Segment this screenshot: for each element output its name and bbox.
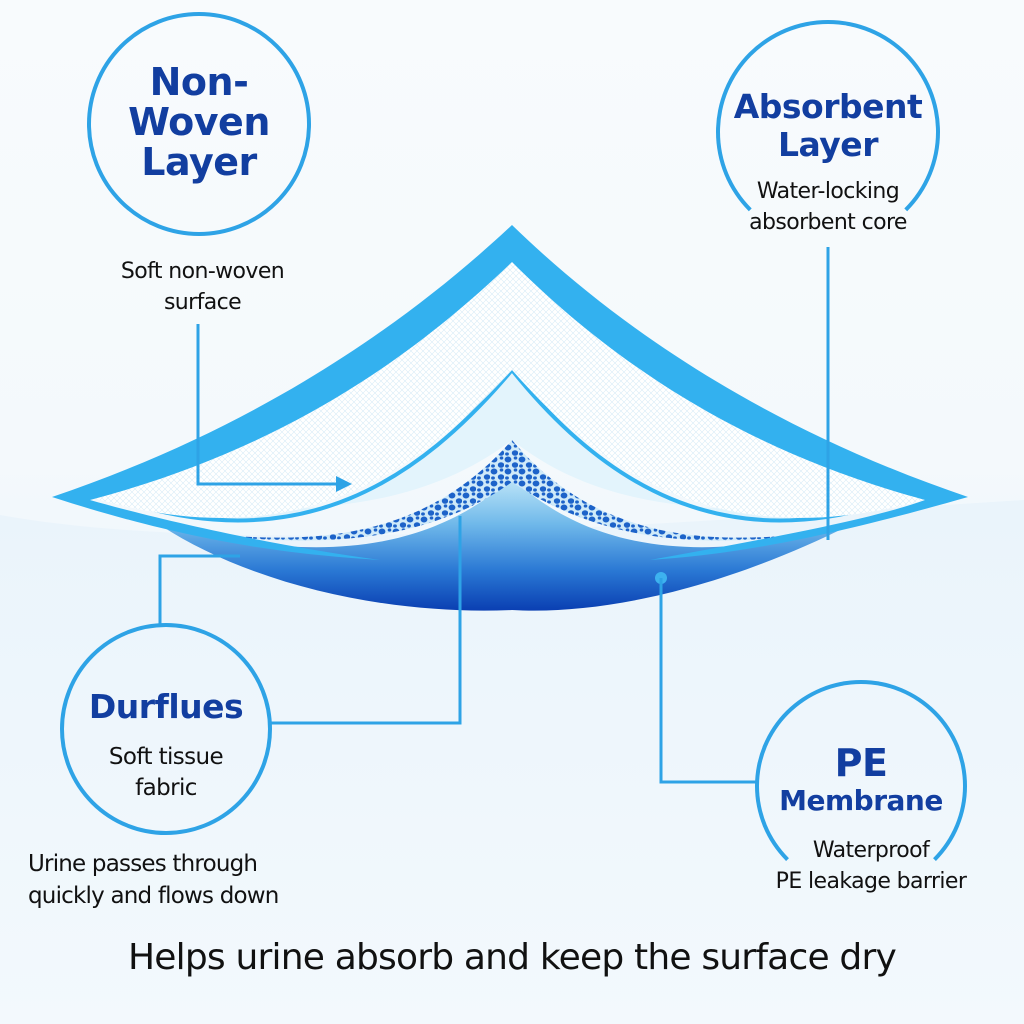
durflues-circle: [60, 623, 272, 835]
absorbent-bead-layer: [165, 440, 850, 541]
footer-caption: Helps urine absorb and keep the surface …: [128, 937, 897, 978]
flow-note: Urine passes through quickly and flows d…: [28, 848, 308, 912]
durflues-desc-line1: Soft tissue: [108, 744, 224, 770]
absorbent-description: Water-locking absorbent core: [700, 176, 956, 238]
pe-desc-line2: PE leakage barrier: [775, 869, 967, 894]
pe-membrane-layer: [160, 478, 850, 611]
non-woven-connector: [196, 324, 340, 486]
non-woven-desc-line2: surface: [163, 290, 242, 315]
absorbent-desc-line2: absorbent core: [749, 210, 907, 235]
absorbent-desc-line1: Water-locking: [756, 179, 900, 204]
non-woven-description: Soft non-woven surface: [70, 256, 335, 318]
flow-note-line2: quickly and flows down: [28, 883, 279, 909]
non-woven-title-line1: Non-: [149, 60, 249, 104]
pe-membrane-circle: [755, 680, 967, 892]
durflues-heading: Durflues: [88, 687, 244, 726]
pe-membrane-description: Waterproof PE leakage barrier: [740, 835, 1002, 897]
pe-connector: [659, 578, 756, 784]
pe-membrane-heading: PE Membrane: [740, 742, 982, 818]
non-woven-desc-line1: Soft non-woven: [120, 259, 285, 284]
durflues-connector: [158, 554, 240, 625]
flow-note-line1: Urine passes through: [28, 851, 258, 877]
non-woven-heading: Non- Woven Layer: [87, 62, 311, 182]
absorbent-circle: [716, 20, 940, 244]
absorbent-title-line2: Layer: [778, 125, 878, 164]
absorbent-heading: Absorbent Layer: [700, 88, 956, 164]
absorbent-title-line1: Absorbent: [733, 87, 923, 126]
non-woven-title-line2: Woven: [128, 100, 270, 144]
durflues-connector-right: [270, 516, 462, 725]
pe-title-line1: PE: [834, 741, 888, 785]
non-woven-title-line3: Layer: [141, 140, 257, 184]
durflues-desc-line2: fabric: [135, 775, 197, 801]
arrow-head-icon: [336, 476, 352, 492]
durflues-description: Soft tissue fabric: [60, 742, 272, 804]
pe-desc-line1: Waterproof: [812, 838, 930, 863]
pe-title-line2: Membrane: [779, 784, 943, 817]
durflues-tissue-layer: [120, 370, 895, 521]
non-woven-circle: [87, 12, 311, 236]
